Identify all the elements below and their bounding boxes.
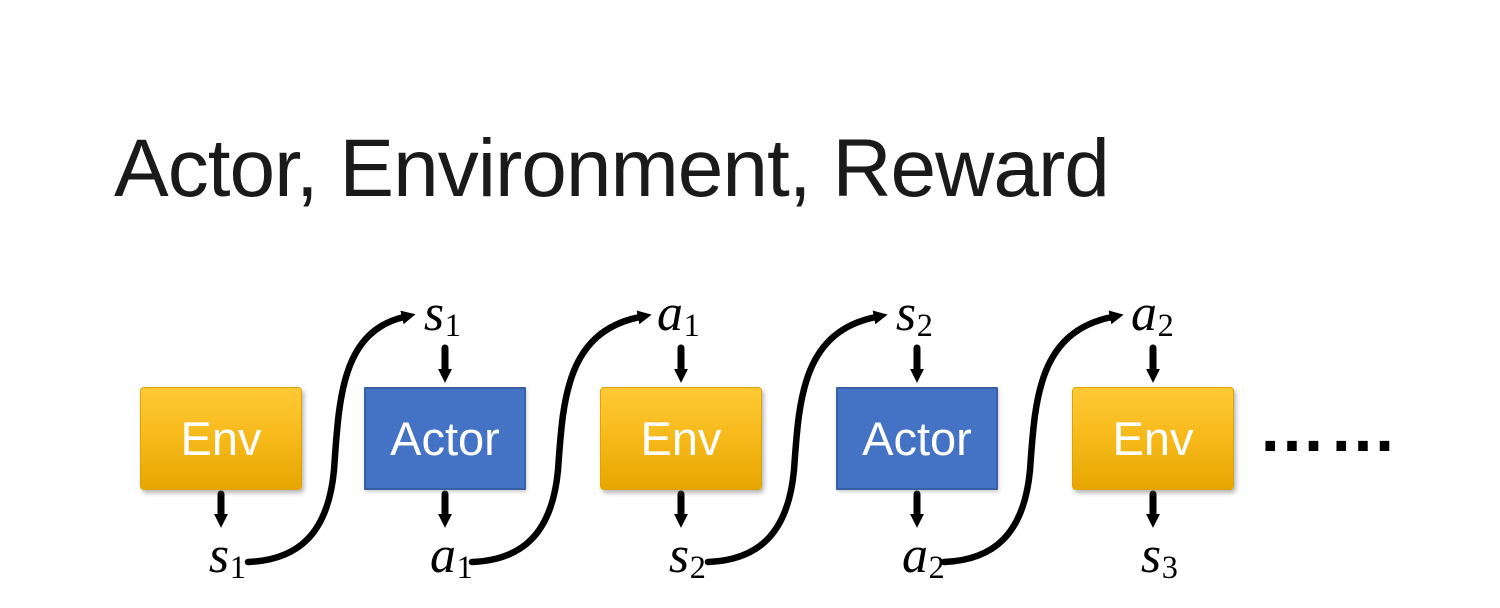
bottom-label-s1-sub: 1 [229, 549, 246, 586]
top-label-a1-sub: 1 [683, 307, 700, 344]
top-label-s2: s2 [869, 285, 959, 344]
bottom-label-a1: a1 [406, 527, 496, 586]
bottom-label-a2-sub: 2 [928, 549, 945, 586]
top-label-s1: s1 [397, 285, 487, 344]
top-label-s1-sub: 1 [444, 307, 461, 344]
env-box-2: Env [600, 387, 762, 490]
env-box-3-label: Env [1112, 412, 1194, 465]
bottom-label-s2-base: s [668, 527, 690, 584]
top-label-s2-base: s [895, 285, 917, 342]
bottom-label-a1-base: a [429, 527, 456, 584]
env-box-3: Env [1072, 387, 1234, 490]
continuation-ellipsis: …… [1258, 390, 1400, 466]
bottom-label-s3: s3 [1114, 527, 1204, 586]
slide-title: Actor, Environment, Reward [114, 123, 1110, 214]
top-label-s2-sub: 2 [916, 307, 933, 344]
top-label-a2-base: a [1130, 285, 1157, 342]
actor-box-1-label: Actor [390, 412, 500, 465]
bottom-label-s3-base: s [1140, 527, 1162, 584]
bottom-label-s2-sub: 2 [689, 549, 706, 586]
bottom-label-s2: s2 [642, 527, 732, 586]
top-label-a2: a2 [1107, 285, 1197, 344]
env-box-1-label: Env [180, 412, 262, 465]
top-label-s1-base: s [423, 285, 445, 342]
bottom-label-a1-sub: 1 [456, 549, 473, 586]
top-label-a1-base: a [656, 285, 683, 342]
actor-box-2-label: Actor [862, 412, 972, 465]
actor-box-1: Actor [364, 387, 526, 490]
env-box-2-label: Env [640, 412, 722, 465]
actor-box-2: Actor [836, 387, 998, 490]
top-label-a1: a1 [633, 285, 723, 344]
bottom-label-s1-base: s [208, 527, 230, 584]
env-box-1: Env [140, 387, 302, 490]
bottom-label-a2: a2 [878, 527, 968, 586]
bottom-label-s1: s1 [182, 527, 272, 586]
top-label-a2-sub: 2 [1157, 307, 1174, 344]
bottom-label-s3-sub: 3 [1161, 549, 1178, 586]
bottom-label-a2-base: a [901, 527, 928, 584]
